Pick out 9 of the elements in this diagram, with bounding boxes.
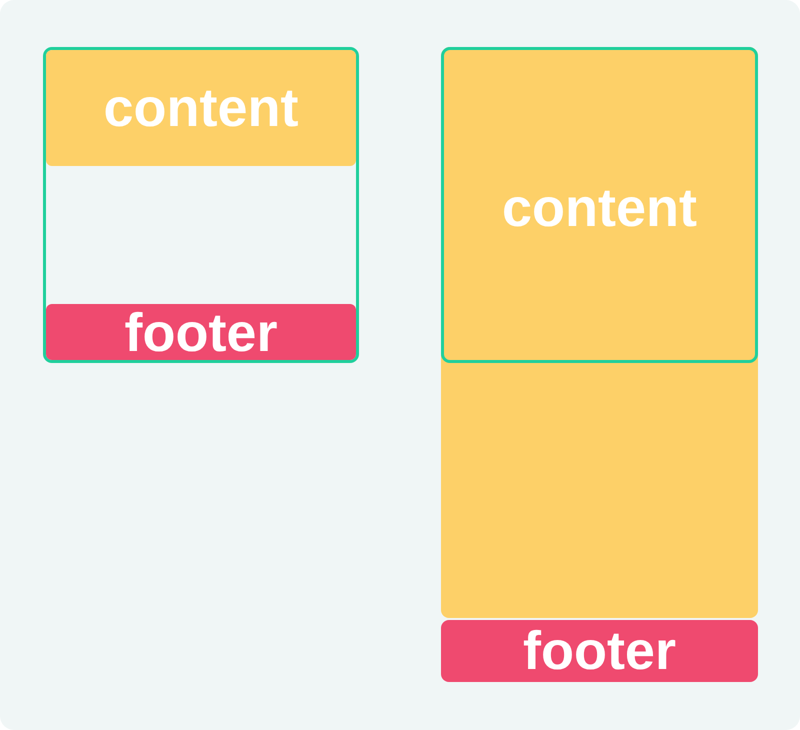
block-label: footer bbox=[124, 306, 278, 360]
viewport-frame bbox=[43, 47, 359, 363]
block-label: content bbox=[502, 181, 697, 235]
footer-bar bbox=[46, 304, 356, 360]
block-label: content bbox=[104, 81, 298, 135]
content-block bbox=[46, 50, 356, 166]
footer-bar bbox=[441, 620, 758, 682]
content-block bbox=[441, 47, 758, 618]
block-label: footer bbox=[523, 624, 676, 678]
